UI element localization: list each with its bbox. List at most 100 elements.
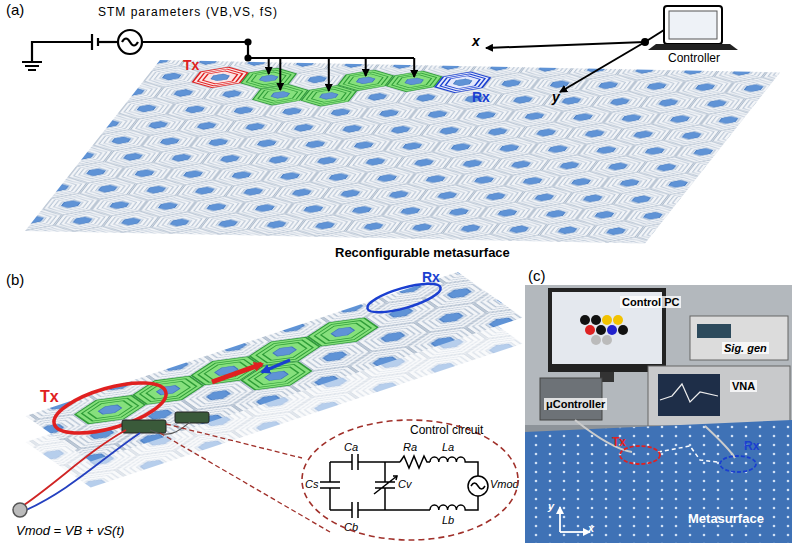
component-label: Ca bbox=[344, 441, 358, 453]
inductor-symbol bbox=[430, 496, 478, 510]
cable bbox=[575, 420, 632, 452]
panel-label: (a) bbox=[6, 2, 24, 19]
signal-equation: Vmod = VB + vS(t) bbox=[16, 524, 124, 538]
junction bbox=[246, 56, 251, 61]
ac-source bbox=[118, 30, 142, 54]
screen-cell bbox=[607, 325, 617, 335]
rx-marker bbox=[720, 456, 756, 472]
cable bbox=[705, 426, 735, 458]
tx-label: Tx bbox=[183, 58, 199, 73]
wire bbox=[26, 433, 140, 510]
metasurface-label: Metasurface bbox=[688, 512, 764, 526]
metasurface-grid bbox=[25, 60, 780, 243]
wire bbox=[24, 430, 126, 505]
path-line bbox=[658, 446, 718, 462]
node-title: Control circuit bbox=[410, 423, 483, 437]
metasurface-closeup bbox=[26, 272, 523, 462]
x-arrow bbox=[486, 42, 645, 48]
screen-cell bbox=[613, 315, 623, 325]
laptop-icon bbox=[648, 6, 738, 50]
axis-label: x bbox=[588, 522, 594, 534]
rx-label: Rx bbox=[422, 270, 440, 285]
resistor-symbol bbox=[400, 456, 430, 468]
capacitor-symbol bbox=[330, 454, 400, 470]
active-cell bbox=[301, 313, 384, 351]
laptop-base bbox=[648, 44, 738, 50]
screen-cell bbox=[602, 315, 612, 325]
pcb-module bbox=[122, 420, 166, 433]
laptop-screen bbox=[664, 6, 722, 44]
feed-wiring bbox=[13, 412, 330, 532]
screen-cell bbox=[591, 315, 601, 325]
screen-cell bbox=[591, 335, 601, 345]
varactor-arrow bbox=[393, 476, 397, 480]
bias-arrow bbox=[413, 58, 415, 77]
axis-label: x bbox=[472, 34, 480, 49]
wave-arrow bbox=[262, 360, 290, 372]
stm-source bbox=[22, 30, 414, 70]
panel-label: (c) bbox=[528, 268, 546, 285]
capacitor-symbol bbox=[330, 502, 430, 518]
battery-symbol bbox=[92, 34, 98, 50]
vna bbox=[648, 366, 790, 426]
tx-label: Tx bbox=[40, 388, 59, 406]
hex-array bbox=[25, 60, 780, 243]
component-label: Ra bbox=[403, 441, 417, 453]
photo-label: Sig. gen bbox=[722, 342, 769, 354]
inductor-symbol bbox=[430, 457, 478, 476]
bias-arrow bbox=[328, 58, 330, 91]
vna-screen bbox=[658, 374, 720, 416]
bias-drops bbox=[269, 58, 415, 91]
metasurface-board bbox=[525, 420, 792, 543]
y-arrow bbox=[559, 507, 561, 532]
component-label: Cs bbox=[305, 478, 318, 490]
axis-label: y bbox=[552, 90, 560, 105]
component-label: Cb bbox=[344, 521, 358, 533]
callout-line bbox=[166, 424, 302, 458]
wire bbox=[32, 42, 92, 62]
callout-ellipse: Control circuit bbox=[300, 418, 520, 542]
axis-arrows bbox=[486, 30, 664, 92]
instrument-display bbox=[697, 324, 731, 338]
sine-symbol bbox=[122, 39, 138, 46]
panel-label: (b) bbox=[6, 272, 24, 289]
pcb-module bbox=[175, 412, 209, 423]
screen-cell bbox=[585, 325, 595, 335]
component-label: La bbox=[442, 441, 454, 453]
circuit-schematic bbox=[320, 454, 488, 518]
photo-background bbox=[525, 285, 792, 543]
vna-trace bbox=[660, 384, 718, 402]
screen-cell bbox=[580, 315, 590, 325]
photo-label: μController bbox=[544, 398, 607, 410]
sine-symbol bbox=[471, 483, 485, 489]
axis-label: y bbox=[548, 500, 554, 512]
voltage-source bbox=[468, 476, 488, 496]
bias-arrow bbox=[279, 58, 281, 90]
dashed-ellipse bbox=[302, 420, 518, 540]
photo-label: Control PC bbox=[620, 296, 681, 308]
source-parameters: STM parameters (VB,VS, fS) bbox=[98, 6, 278, 19]
controller-label: Controller bbox=[666, 52, 722, 65]
laptop-display bbox=[669, 11, 717, 39]
screen-cell bbox=[618, 325, 628, 335]
wall bbox=[525, 285, 792, 425]
junction bbox=[246, 40, 251, 45]
component-label: Cv bbox=[398, 478, 411, 490]
active-cell bbox=[235, 357, 318, 395]
coax-connector bbox=[13, 503, 27, 517]
rx-label: Rx bbox=[744, 440, 759, 453]
photo-label: VNA bbox=[730, 380, 757, 392]
x-arrow bbox=[560, 531, 590, 533]
capacitor-symbol bbox=[320, 462, 340, 510]
component-label: Lb bbox=[442, 514, 454, 526]
bias-bus bbox=[142, 42, 414, 58]
callout-line bbox=[160, 433, 330, 532]
wire bbox=[98, 41, 118, 43]
metasurface-label: Reconfigurable metasurface bbox=[335, 246, 510, 260]
ground-symbol bbox=[22, 62, 42, 70]
tx-loop bbox=[49, 373, 172, 443]
wave-arrow bbox=[212, 364, 262, 382]
board-cells bbox=[525, 420, 792, 543]
